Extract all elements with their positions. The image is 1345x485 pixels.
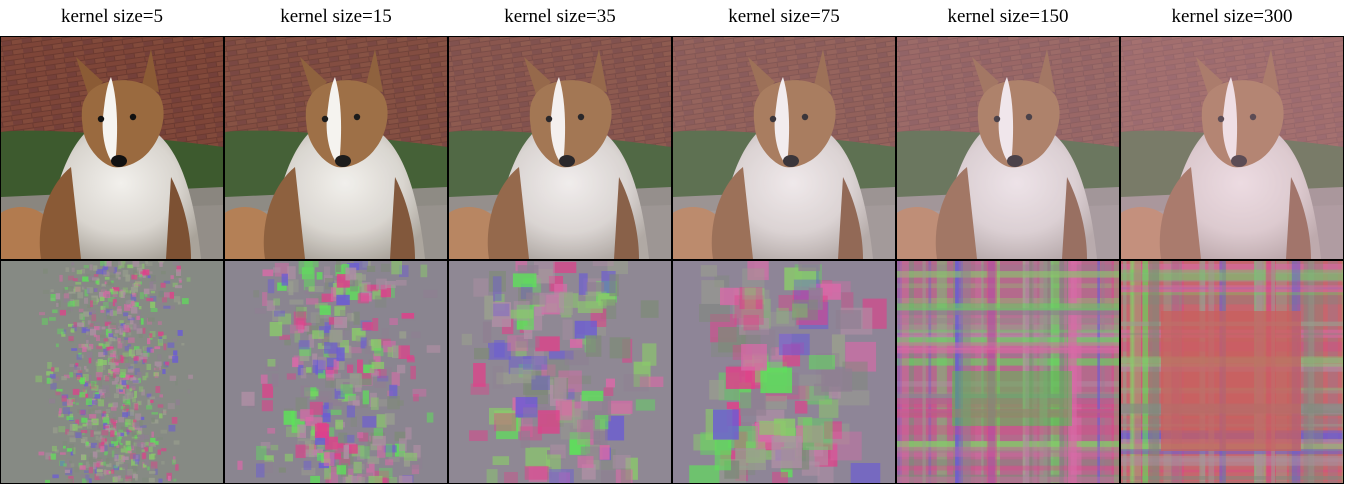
column-title: kernel size=75 xyxy=(728,6,840,27)
dog-photo-tile xyxy=(1120,36,1344,260)
column-kernel-150: kernel size=150 xyxy=(896,0,1120,485)
dog-photo-tile xyxy=(672,36,896,260)
column-title: kernel size=300 xyxy=(1171,6,1293,27)
noise-pattern-tile xyxy=(224,260,448,484)
column-title: kernel size=15 xyxy=(280,6,392,27)
noise-pattern-tile xyxy=(896,260,1120,484)
noise-pattern-tile xyxy=(448,260,672,484)
column-title: kernel size=5 xyxy=(61,6,163,27)
column-kernel-15: kernel size=15 xyxy=(224,0,448,485)
column-kernel-75: kernel size=75 xyxy=(672,0,896,485)
noise-pattern-tile xyxy=(672,260,896,484)
column-title: kernel size=35 xyxy=(504,6,616,27)
dog-photo-tile xyxy=(448,36,672,260)
column-kernel-300: kernel size=300 xyxy=(1120,0,1344,485)
noise-pattern-tile xyxy=(0,260,224,484)
dog-photo-tile xyxy=(0,36,224,260)
column-title: kernel size=150 xyxy=(947,6,1069,27)
dog-photo-tile xyxy=(896,36,1120,260)
column-kernel-35: kernel size=35 xyxy=(448,0,672,485)
noise-pattern-tile xyxy=(1120,260,1344,484)
column-kernel-5: kernel size=5 xyxy=(0,0,224,485)
dog-photo-tile xyxy=(224,36,448,260)
